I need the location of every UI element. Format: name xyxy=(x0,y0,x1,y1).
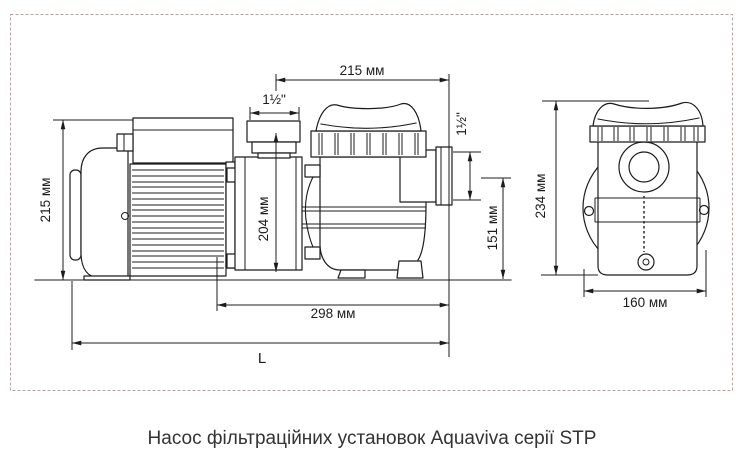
front-strainer-lid xyxy=(592,101,704,127)
dim-label-head-width: 215 мм xyxy=(340,63,385,78)
front-lid-inner-line xyxy=(597,117,700,125)
front-view xyxy=(582,101,710,276)
pot-foot-left xyxy=(337,269,366,279)
pot-clip-top xyxy=(304,164,321,178)
pot-foot-right xyxy=(396,260,424,279)
inlet-neck xyxy=(257,152,291,159)
screw-hole-right xyxy=(698,204,710,216)
strainer-lid xyxy=(315,102,422,132)
terminal-box xyxy=(132,117,234,164)
inlet-step xyxy=(251,141,297,154)
motor-fins xyxy=(132,169,224,269)
dim-label-front-height: 234 мм xyxy=(533,174,548,219)
lock-ring-ticks xyxy=(318,133,419,155)
seal-housing xyxy=(234,156,303,271)
dimension-annotations: 215 мм 215 мм 1½" 204 мм 1½" 151 мм 298 … xyxy=(38,63,707,367)
lock-ring xyxy=(310,130,427,158)
front-port-inner xyxy=(628,151,660,183)
dim-label-motor-height: 215 мм xyxy=(38,178,53,223)
seal-housing-lines xyxy=(244,157,297,270)
strainer-lid-inner-line xyxy=(320,122,417,129)
cable-gland xyxy=(116,133,134,152)
dim-label-outlet-size: 1½" xyxy=(454,112,469,136)
inlet-flange xyxy=(246,120,301,143)
motor-end-cap xyxy=(80,147,129,279)
motor-body xyxy=(129,163,227,277)
volute-bulge xyxy=(304,165,321,259)
front-band-lines xyxy=(594,197,701,223)
dim-label-outlet-height: 151 мм xyxy=(485,206,500,251)
motor-foot xyxy=(83,275,131,281)
pot-clip-bottom xyxy=(304,246,321,260)
drain-plug xyxy=(637,253,655,271)
image-border xyxy=(10,14,733,391)
dim-label-front-width: 160 мм xyxy=(623,295,668,310)
pot-band-lines xyxy=(302,206,426,229)
outlet-body xyxy=(399,149,437,203)
screw-hole-left xyxy=(583,205,595,217)
dim-label-inlet-height: 204 мм xyxy=(256,197,271,242)
outlet-flange xyxy=(435,146,453,206)
dim-label-overall-length: L xyxy=(258,350,266,367)
dim-label-head-length: 298 мм xyxy=(311,306,356,321)
drain-plug-center xyxy=(642,258,650,266)
dim-label-inlet-size: 1½" xyxy=(262,92,286,107)
fan-cover-rim xyxy=(69,169,82,261)
figure-caption: Насос фільтраційних установок Aquaviva с… xyxy=(148,428,597,449)
cap-drain-hole xyxy=(121,212,129,220)
front-ring-ticks xyxy=(597,127,699,141)
side-view xyxy=(34,102,512,281)
